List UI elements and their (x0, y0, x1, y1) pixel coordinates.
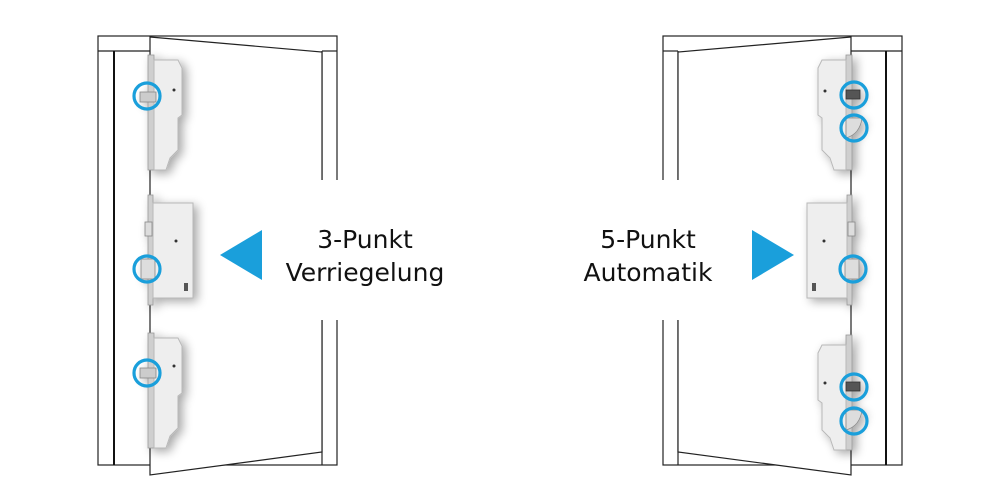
label-5-punkt: 5-Punkt (600, 225, 696, 254)
highlight-ring (132, 81, 162, 111)
label-3-punkt: 3-Punkt (317, 225, 413, 254)
upper-hook-lock (817, 54, 863, 171)
label-verriegelung: Verriegelung (286, 258, 445, 287)
highlight-ring (839, 406, 869, 436)
highlight-ring (839, 113, 869, 143)
main-lock (806, 194, 860, 306)
highlight-ring (132, 358, 162, 388)
highlight-ring (839, 80, 869, 110)
highlight-ring (838, 254, 868, 284)
upper-bolt-lock (139, 54, 183, 171)
left-door-3-point (97, 35, 340, 476)
main-lock (140, 194, 194, 306)
lower-hook-lock (817, 334, 863, 451)
label-automatik: Automatik (584, 258, 713, 287)
highlight-ring (132, 254, 162, 284)
arrow-left-icon (220, 230, 262, 280)
highlight-ring (839, 372, 869, 402)
arrow-right-icon (752, 230, 794, 280)
lower-bolt-lock (139, 332, 183, 449)
right-door-5-point (660, 35, 903, 476)
